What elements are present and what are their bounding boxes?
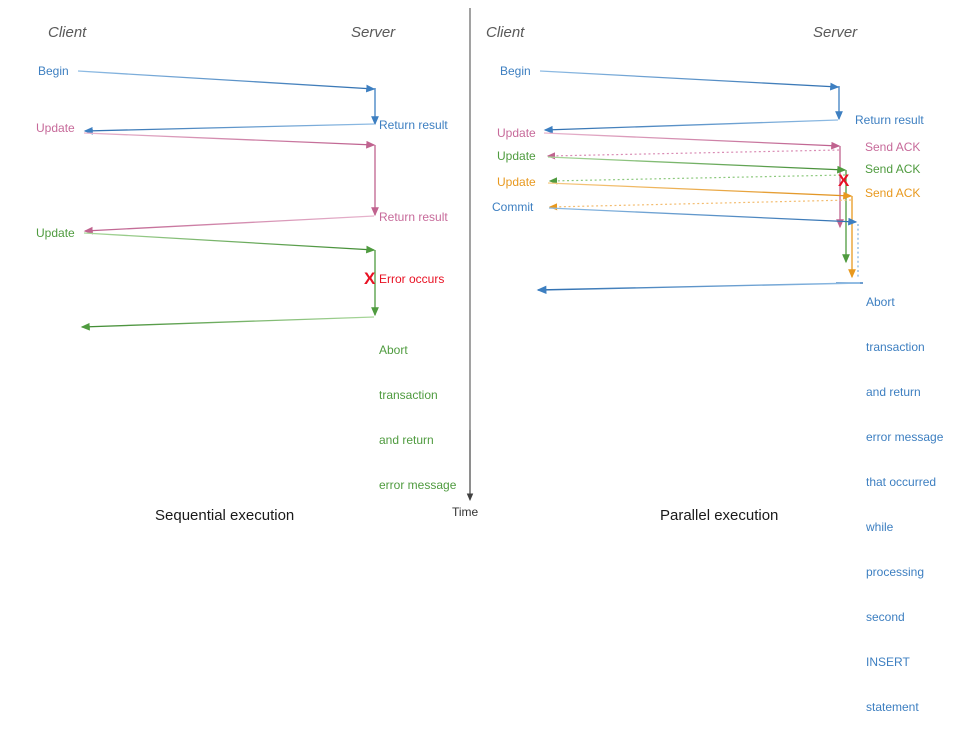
right-arrow-abort-return [536,282,861,295]
left-label-error-occurs: Error occurs [379,272,445,286]
left-arrow-update-2 [83,232,376,254]
right-arrow-return-result [543,119,839,134]
left-server-header: Server [351,24,396,41]
right-arrow-update-1 [543,132,841,150]
left-arrow-begin [77,70,376,93]
right-abort-line-7: processing [866,565,925,579]
right-arrow-update-2 [547,156,847,174]
left-arrow-return-1 [83,123,375,135]
left-label-return-result-1: Return result [379,118,448,132]
right-label-update-3: Update [497,175,536,189]
left-label-update-2: Update [36,226,75,240]
right-abort-line-4: error message [866,430,944,444]
left-abort-line-4: error message [379,478,457,492]
right-abort-note: Abort transaction and return error messa… [866,265,943,745]
diagram-vector-layer [77,8,863,502]
right-label-update-2: Update [497,149,536,163]
right-label-begin: Begin [500,64,531,78]
time-axis-label: Time [452,505,479,519]
left-arrow-return-2 [83,215,375,235]
left-abort-line-1: Abort [379,343,408,357]
left-abort-line-3: and return [379,433,434,447]
right-label-send-ack-3: Send ACK [865,186,921,200]
left-label-begin: Begin [38,64,69,78]
left-client-header: Client [48,24,87,41]
right-client-header: Client [486,24,525,41]
right-abort-line-1: Abort [866,295,895,309]
right-abort-line-8: second [866,610,905,624]
left-arrow-update-1 [83,132,376,149]
left-error-x-icon: X [364,269,376,288]
right-arrow-ack-2 [548,174,846,185]
left-arrow-abort-return [80,316,375,331]
right-abort-line-5: that occurred [866,475,937,489]
right-abort-line-3: and return [866,385,921,399]
right-abort-line-2: transaction [866,340,925,354]
right-label-send-ack-2: Send ACK [865,162,921,176]
right-arrow-begin [539,70,840,91]
right-label-commit: Commit [492,200,534,214]
left-abort-note: Abort transaction and return error messa… [379,313,456,523]
right-abort-line-6: while [866,520,894,534]
right-label-send-ack-1: Send ACK [865,140,921,154]
right-abort-line-9: INSERT [866,655,910,669]
left-caption: Sequential execution [155,507,295,524]
right-label-return-result: Return result [855,113,924,127]
right-arrow-ack-1 [546,149,840,160]
right-arrow-update-3 [547,182,853,200]
right-abort-line-10: statement [866,700,919,714]
right-server-header: Server [813,24,858,41]
left-abort-line-2: transaction [379,388,438,402]
right-error-x-icon: X [838,171,850,190]
right-arrow-commit [548,207,858,226]
left-label-update-1: Update [36,121,75,135]
right-caption: Parallel execution [660,507,779,524]
right-label-update-1: Update [497,126,536,140]
right-arrow-ack-3 [548,199,852,211]
sequence-diagram-canvas: Client Server Begin Return result Update… [36,8,943,714]
left-label-return-result-2: Return result [379,210,448,224]
